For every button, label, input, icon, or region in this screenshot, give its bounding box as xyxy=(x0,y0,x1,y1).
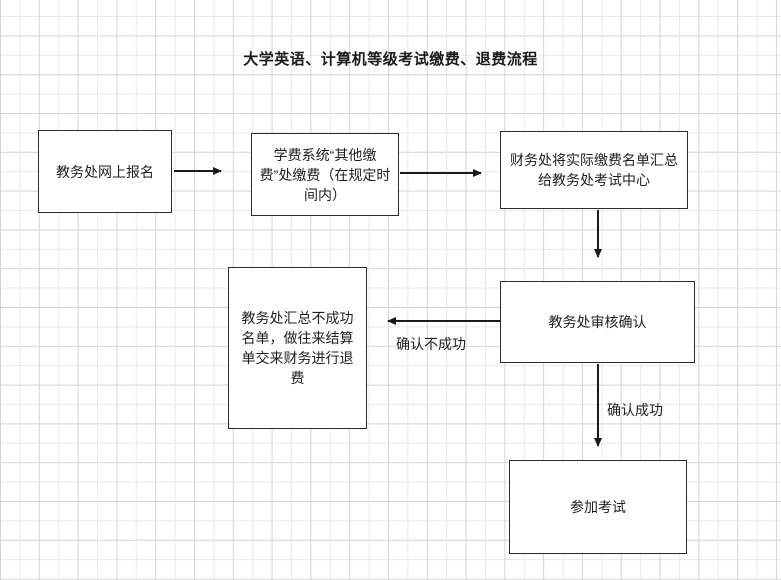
flow-node-review: 教务处审核确认 xyxy=(500,281,695,363)
flow-node-review-label: 教务处审核确认 xyxy=(548,314,647,330)
flow-node-exam: 参加考试 xyxy=(509,460,687,554)
flow-node-exam-label: 参加考试 xyxy=(570,499,626,515)
flow-node-register: 教务处网上报名 xyxy=(38,130,172,213)
edge-label-success: 确认成功 xyxy=(607,402,663,418)
flowchart-title: 大学英语、计算机等级考试缴费、退费流程 xyxy=(243,51,538,68)
flow-node-register-label: 教务处网上报名 xyxy=(56,163,154,180)
flow-node-finance-summary: 财务处将实际缴费名单汇总给教务处考试中心 xyxy=(500,131,688,209)
flow-node-pay-label: 学费系统“其他缴费”处缴费（在规定时间内） xyxy=(259,146,391,203)
flow-node-refund: 教务处汇总不成功名单，做往来结算单交来财务进行退费 xyxy=(228,267,367,429)
flow-node-finance-summary-label: 财务处将实际缴费名单汇总给教务处考试中心 xyxy=(510,152,678,188)
edge-label-fail: 确认不成功 xyxy=(396,336,466,352)
flow-node-pay: 学费系统“其他缴费”处缴费（在规定时间内） xyxy=(251,133,399,216)
flow-node-refund-label: 教务处汇总不成功名单，做往来结算单交来财务进行退费 xyxy=(241,310,354,386)
